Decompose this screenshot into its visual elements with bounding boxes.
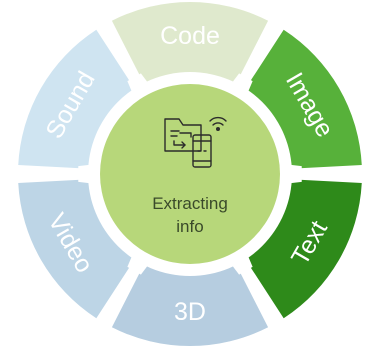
ring-notch <box>78 164 96 184</box>
center-label-line1: Extracting <box>152 194 228 213</box>
ring-notch <box>127 250 152 275</box>
segment-sound <box>18 29 137 169</box>
segment-video <box>18 179 137 319</box>
segment-image <box>243 29 362 169</box>
file-transfer-device-icon <box>164 116 227 168</box>
segment-label-3d: 3D <box>174 298 206 326</box>
segment-code <box>111 2 269 87</box>
segment-label-code: Code <box>160 22 220 50</box>
ring-notch <box>127 73 152 98</box>
segment-3d <box>111 261 269 346</box>
segment-text <box>243 179 362 319</box>
ring-notch <box>284 164 302 184</box>
ring-notch <box>228 73 253 98</box>
center-circle <box>100 84 280 264</box>
center-label-line2: info <box>176 217 203 236</box>
ring-notch <box>228 250 253 275</box>
